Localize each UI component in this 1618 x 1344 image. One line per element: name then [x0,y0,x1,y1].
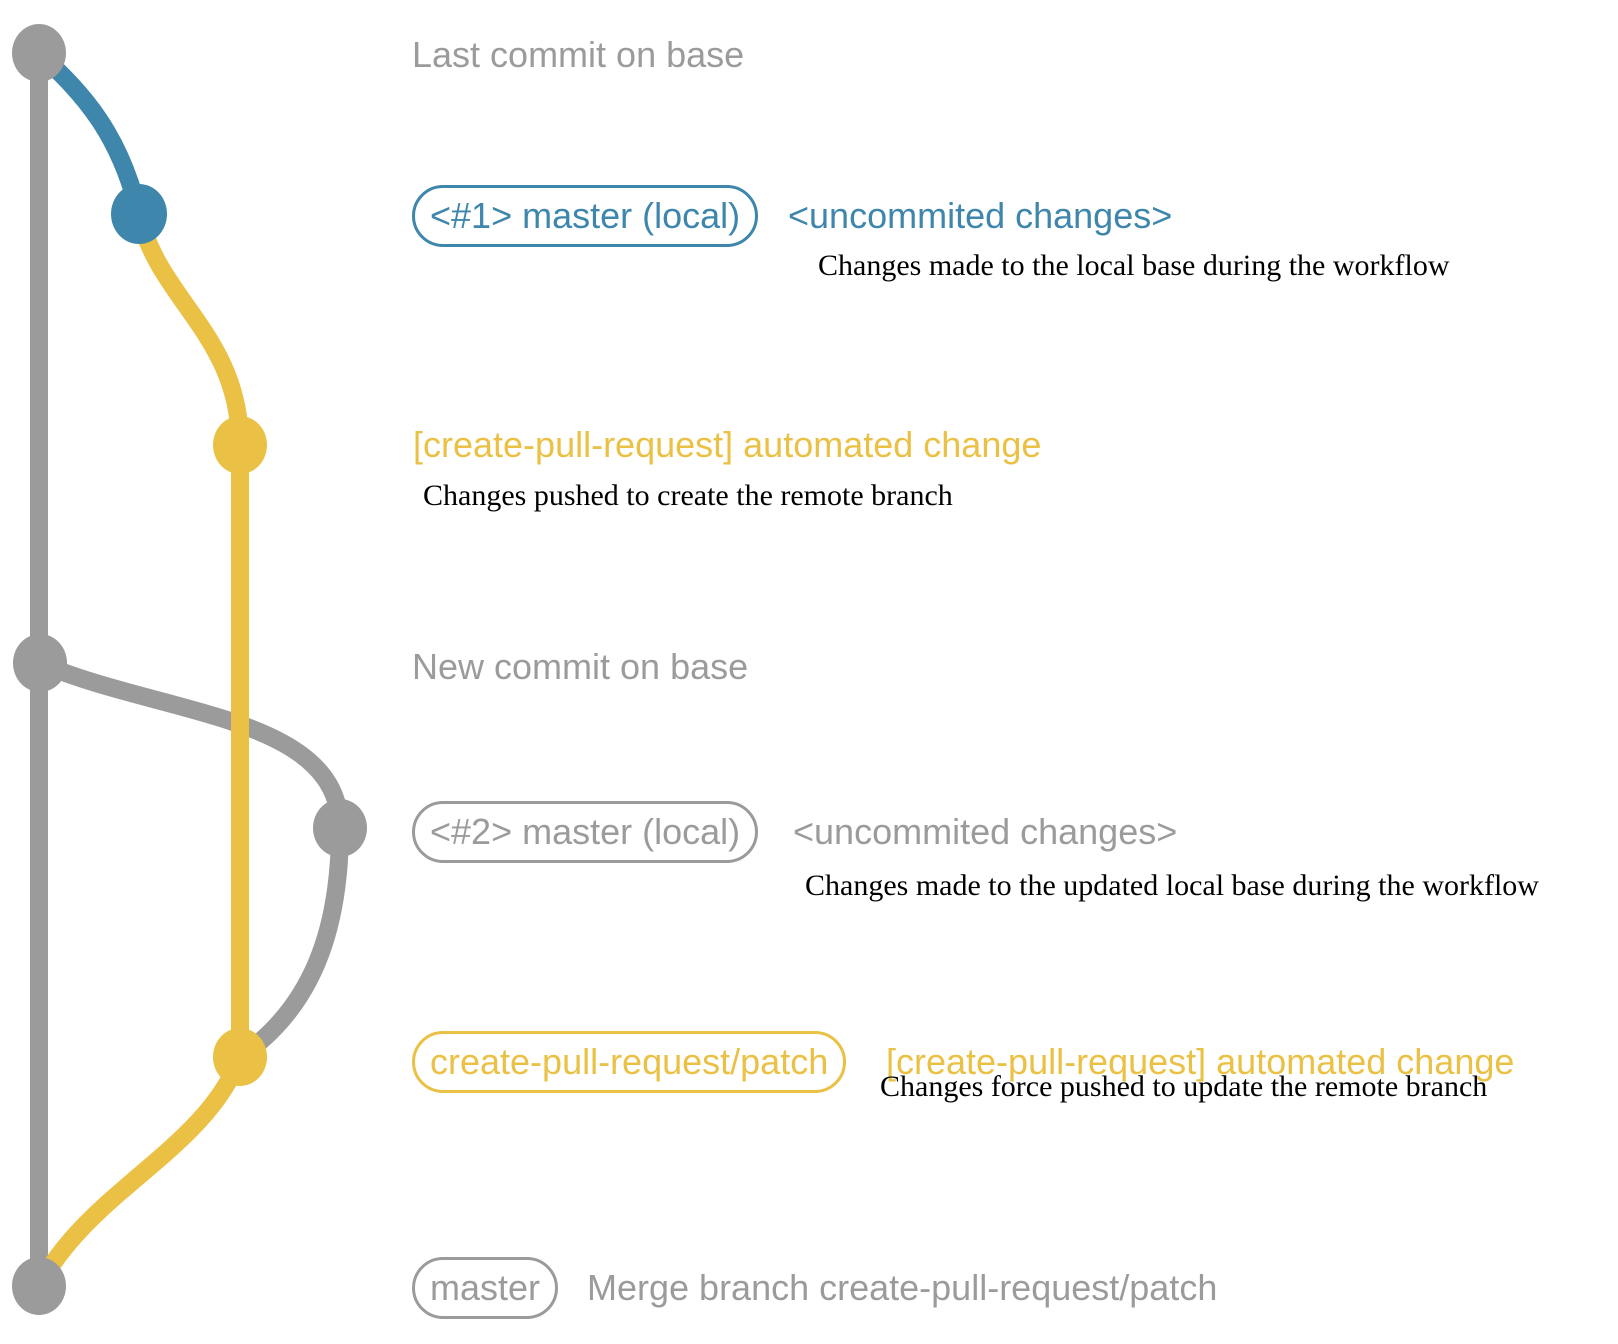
branch-label-master-local-1: <#1> master (local) [412,185,759,247]
merge-curve [30,1048,249,1295]
branch-label-master-local-2-text: <#2> master (local) [430,811,741,852]
branch-label-patch-text: create-pull-request/patch [430,1041,829,1082]
commit-dot-local-1 [111,184,167,244]
description-automated-change-1: Changes pushed to create the remote bran… [423,479,953,512]
commit-message-uncommited-1: <uncommited changes> [788,195,1173,236]
local-rebase-curve [231,819,349,1066]
commit-dot-base-2 [13,634,67,692]
base-new-commit-curve [31,654,349,837]
commit-dot-base-1 [12,24,66,82]
commit-message-merge: Merge branch create-pull-request/patch [587,1267,1218,1308]
commit-dot-patch-2 [213,1028,267,1086]
commit-message-automated-change-2: [create-pull-request] automated change [886,1041,1515,1082]
description-uncommited-1: Changes made to the local base during th… [818,249,1450,282]
commit-dot-patch-1 [213,416,267,474]
branch-label-master-text: master [430,1267,541,1308]
description-automated-change-2: Changes force pushed to update the remot… [880,1070,1488,1103]
branch-label-master-local-2: <#2> master (local) [412,801,759,863]
branch-label-patch: create-pull-request/patch [412,1031,847,1093]
commit-message-new-commit: New commit on base [412,646,749,687]
commit-dot-merge [12,1257,66,1315]
commit-message-uncommited-2: <uncommited changes> [793,811,1178,852]
patch-branch-curve-top [130,205,249,454]
commit-message-last-commit: Last commit on base [412,34,745,75]
commit-dot-local-2 [313,799,367,857]
branch-label-master: master [412,1257,559,1319]
description-uncommited-2: Changes made to the updated local base d… [805,869,1539,902]
branch-label-master-local-1-text: <#1> master (local) [430,195,741,236]
commit-message-automated-change-1: [create-pull-request] automated change [413,424,1042,465]
